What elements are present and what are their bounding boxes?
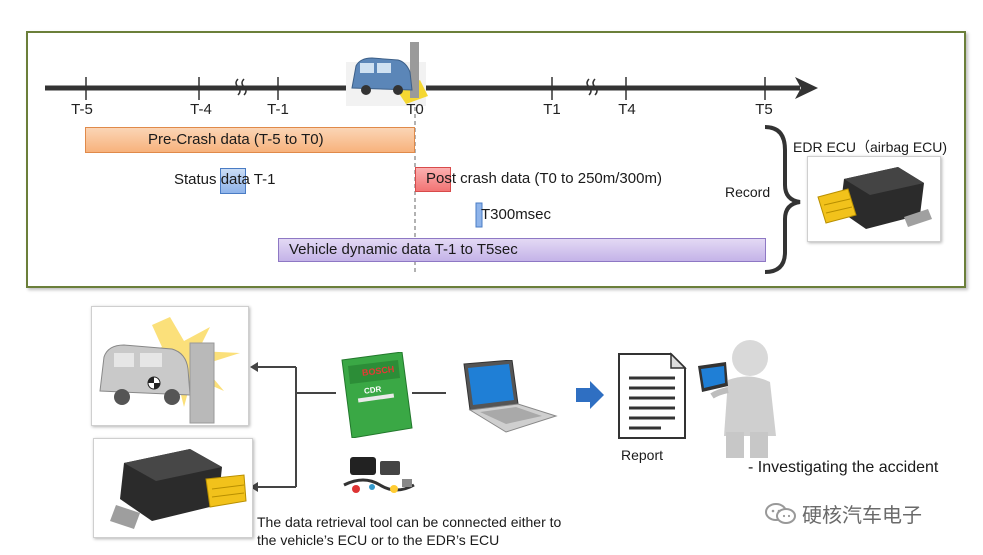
tick-marks [85,77,766,100]
edr-ecu-label: EDR ECU（airbag ECU) [793,139,948,155]
investigating-label: - Investigating the accident [748,459,939,476]
tick-label-t-5: T-5 [71,101,93,118]
edr-ecu-photo [807,156,941,242]
timeline-graphics [45,42,818,274]
laptop-icon[interactable] [458,360,558,436]
cdr-tool-icon[interactable]: BOSCH CDR [338,352,414,438]
caption-line-2: the vehicle’s ECU or to the EDR’s ECU [257,532,500,548]
vehicle-ecu-photo [93,438,253,538]
retrieval-graphics [250,362,604,492]
tool-kit-icon [343,457,415,493]
tool-brand-text: BOSCH [361,364,394,378]
tool-model-text: CDR [363,385,382,396]
ecu-module-icon [817,167,932,229]
tick-label-t-1: T-1 [267,101,289,118]
t300-marker [475,202,483,228]
timeline-arrowhead [795,77,818,99]
status-data-marker [220,168,246,194]
status-data-label: Status data T-1 [174,171,276,188]
post-crash-bar [415,167,451,192]
tick-label-t5: T5 [755,101,773,118]
watermark-text: 硬核汽车电子 [802,503,922,527]
t300-label: T300msec [481,206,552,223]
tick-label-t4: T4 [618,101,636,118]
timeline-panel [26,31,966,288]
report-document-icon[interactable] [617,352,687,440]
report-label: Report [621,447,664,463]
tick-label-t0: T0 [406,101,424,118]
tick-label-t1: T1 [543,101,561,118]
record-brace [764,125,801,274]
axis-break-2 [586,78,598,96]
car-crash-icon [99,317,240,424]
pre-crash-bar: Pre-Crash data (T-5 to T0) [85,127,415,153]
record-label: Record [725,184,771,200]
axis-break-1 [235,78,247,96]
post-crash-label: Post crash data (T0 to 250m/300m) [426,170,662,187]
wechat-icon [765,503,796,524]
tick-label-t-4: T-4 [190,101,212,118]
crash-photo [91,306,249,426]
report-arrow-icon [576,381,604,409]
vehicle-dynamic-bar: Vehicle dynamic data T-1 to T5sec [278,238,766,262]
car-crash-icon [346,42,428,106]
ecu-module-icon [110,449,247,529]
investigator-figure-icon [698,340,776,458]
caption-line-1: The data retrieval tool can be connected… [257,514,562,530]
